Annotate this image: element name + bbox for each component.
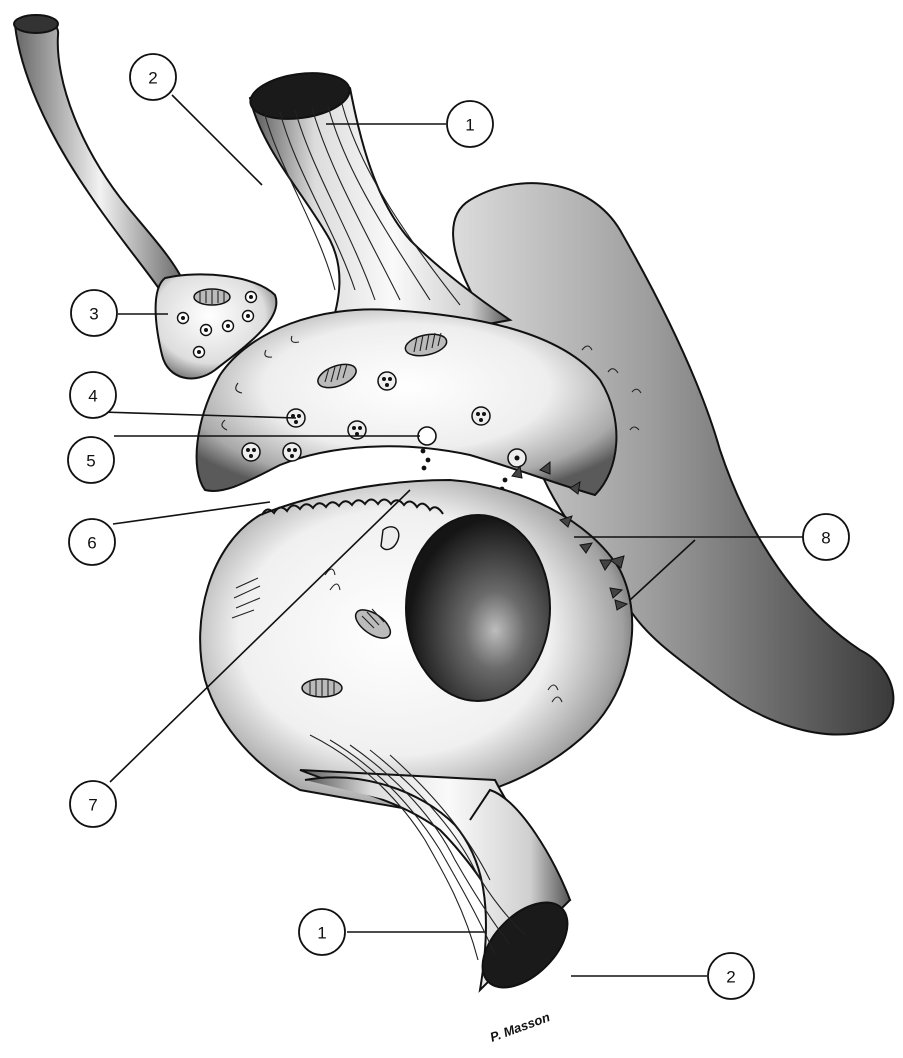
callout-1-bottom: 1 — [299, 909, 345, 955]
callout-7: 7 — [70, 781, 116, 827]
callout-5-label: 5 — [86, 452, 95, 471]
callout-2-top: 2 — [130, 54, 176, 100]
callout-7-label: 7 — [88, 796, 97, 815]
callout-1-bottom-label: 1 — [317, 924, 326, 943]
callout-4: 4 — [70, 372, 116, 418]
callout-6-label: 6 — [87, 534, 96, 553]
callout-4-label: 4 — [88, 387, 97, 406]
callout-2-bottom-label: 2 — [726, 968, 735, 987]
exocytosis-vesicle — [418, 427, 436, 445]
callout-8-label: 8 — [821, 529, 830, 548]
callout-2-top-label: 2 — [148, 69, 157, 88]
callout-5: 5 — [68, 437, 114, 483]
callout-2-bottom: 2 — [708, 953, 754, 999]
callout-1-top-label: 1 — [465, 116, 474, 135]
nucleus — [406, 515, 550, 701]
callout-3-label: 3 — [89, 305, 98, 324]
thin-axon-cut-end — [14, 15, 58, 33]
callout-1-top: 1 — [447, 101, 493, 147]
callout-3: 3 — [71, 290, 117, 336]
callout-6: 6 — [69, 519, 115, 565]
callout-8: 8 — [803, 514, 849, 560]
artist-signature: P. Masson — [488, 1009, 552, 1045]
